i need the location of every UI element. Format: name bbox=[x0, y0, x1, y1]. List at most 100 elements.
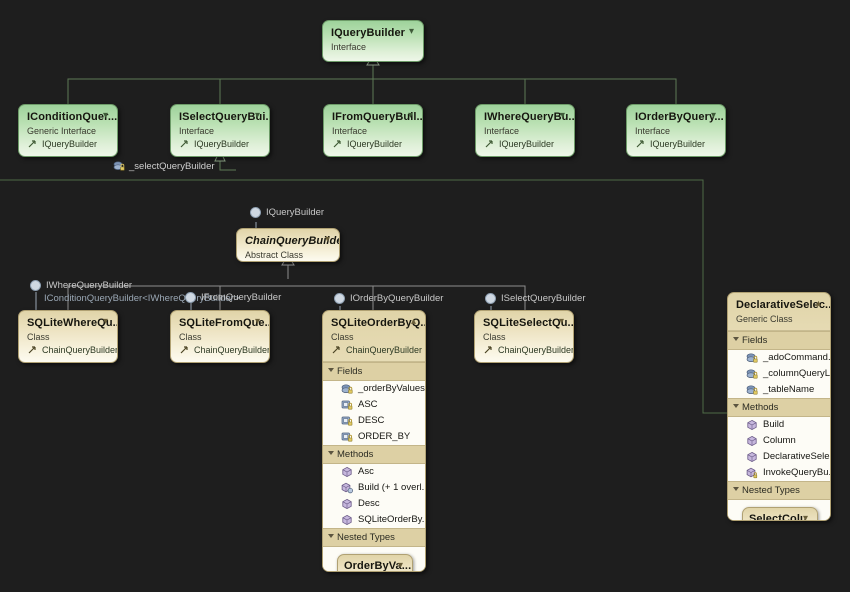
chevron-up-icon[interactable]: ▴ bbox=[815, 298, 822, 309]
lollipop-iorderbyquerybuilder: IOrderByQueryBuilder bbox=[334, 293, 443, 304]
member-label: ORDER_BY bbox=[358, 431, 411, 442]
nested-type-container: SelectColu... Class ▾ bbox=[728, 500, 830, 521]
chevron-down-icon[interactable]: ▾ bbox=[559, 110, 566, 121]
node-iselectquerybuilder[interactable]: ISelectQueryBui... Interface IQueryBuild… bbox=[170, 104, 270, 157]
base-type-label: IQueryBuilder bbox=[499, 139, 555, 149]
member-label: InvokeQueryBu... bbox=[763, 467, 831, 478]
member-row[interactable]: SQLiteOrderBy... bbox=[323, 512, 425, 528]
member-row[interactable]: ASC bbox=[323, 397, 425, 413]
lollipop-label: IOrderByQueryBuilder bbox=[350, 293, 444, 304]
node-base-type: IQueryBuilder bbox=[484, 138, 566, 150]
node-title: IQueryBuilder bbox=[331, 27, 406, 39]
section-fields[interactable]: Fields bbox=[728, 331, 830, 350]
section-methods[interactable]: Methods bbox=[323, 445, 425, 464]
member-row[interactable]: DeclarativeSele... bbox=[728, 449, 830, 465]
chevron-down-icon[interactable]: ▾ bbox=[324, 234, 331, 245]
field-private-icon bbox=[341, 384, 353, 394]
collapse-triangle-icon bbox=[733, 404, 739, 408]
base-type-label: IQueryBuilder bbox=[194, 139, 250, 149]
node-sqliteselectquerybuilder[interactable]: SQLiteSelectQu... Class ChainQueryBuilde… bbox=[474, 310, 574, 363]
collapse-triangle-icon bbox=[328, 534, 334, 538]
node-iconditionquerybuilder[interactable]: IConditionQuer... Generic Interface IQue… bbox=[18, 104, 118, 157]
member-row[interactable]: DESC bbox=[323, 413, 425, 429]
method-icon bbox=[747, 435, 757, 447]
constant-private-icon bbox=[341, 400, 353, 410]
node-selectcolumn[interactable]: SelectColu... Class ▾ bbox=[742, 507, 818, 521]
chevron-down-icon[interactable]: ▾ bbox=[254, 110, 261, 121]
member-row[interactable]: _tableName bbox=[728, 382, 830, 398]
section-nested-types[interactable]: Nested Types bbox=[323, 528, 425, 547]
section-fields[interactable]: Fields bbox=[323, 362, 425, 381]
nested-type-container: OrderByVa... Struct ▾ bbox=[323, 547, 425, 572]
member-row[interactable]: _adoCommand... bbox=[728, 350, 830, 366]
inherit-arrow-icon bbox=[636, 140, 644, 148]
chevron-up-icon[interactable]: ▴ bbox=[410, 316, 417, 327]
node-title: DeclarativeSelec... bbox=[736, 299, 831, 311]
node-header: ChainQueryBuilder Abstract Class ▾ bbox=[237, 229, 339, 261]
node-base-type: IQueryBuilder bbox=[27, 138, 109, 150]
node-header: SelectColu... Class ▾ bbox=[743, 508, 817, 521]
node-title: OrderByVa... bbox=[344, 560, 412, 572]
association-label-selectquerybuilder: _selectQueryBuilder bbox=[113, 160, 215, 172]
node-sqlitefromquerybuilder[interactable]: SQLiteFromQue... Class ChainQueryBuilder… bbox=[170, 310, 270, 363]
member-row[interactable]: Build bbox=[728, 417, 830, 433]
node-iwherequerybuilder[interactable]: IWhereQueryBu... Interface IQueryBuilder… bbox=[475, 104, 575, 157]
chevron-down-icon[interactable]: ▾ bbox=[407, 110, 414, 121]
chevron-down-icon[interactable]: ▾ bbox=[102, 316, 109, 327]
node-ifromquerybuilder[interactable]: IFromQueryBuil... Interface IQueryBuilde… bbox=[323, 104, 423, 157]
node-title: SelectColu... bbox=[749, 513, 817, 521]
base-type-label: IQueryBuilder bbox=[42, 139, 98, 149]
member-row[interactable]: Build (+ 1 overl... bbox=[323, 480, 425, 496]
section-nested-types[interactable]: Nested Types bbox=[728, 481, 830, 500]
node-iorderbyquerybuilder[interactable]: IOrderByQuery... Interface IQueryBuilder… bbox=[626, 104, 726, 157]
section-label: Fields bbox=[337, 366, 363, 377]
member-row[interactable]: ORDER_BY bbox=[323, 429, 425, 445]
lollipop-iwherequerybuilder: IWhereQueryBuilder bbox=[30, 280, 132, 291]
method-overload-icon bbox=[341, 482, 353, 494]
chevron-down-icon[interactable]: ▾ bbox=[710, 110, 717, 121]
method-icon bbox=[747, 451, 757, 463]
node-header: SQLiteSelectQu... Class ChainQueryBuilde… bbox=[475, 311, 573, 361]
node-header: SQLiteOrderByQ... Class ChainQueryBuilde… bbox=[323, 311, 425, 361]
section-label: Fields bbox=[742, 335, 768, 346]
method-icon bbox=[342, 498, 352, 510]
node-base-type: ChainQueryBuilder bbox=[179, 344, 269, 356]
member-label: Asc bbox=[358, 466, 374, 477]
chevron-down-icon[interactable]: ▾ bbox=[254, 316, 261, 327]
node-title: SQLiteWhereQu... bbox=[27, 317, 118, 329]
node-iquerybuilder[interactable]: IQueryBuilder Interface ▾ bbox=[322, 20, 424, 62]
node-body: Fields _adoCommand... _columnQu bbox=[728, 330, 830, 521]
node-title: IFromQueryBuil... bbox=[332, 111, 423, 123]
chevron-down-icon[interactable]: ▾ bbox=[408, 26, 415, 37]
section-label: Nested Types bbox=[742, 485, 800, 496]
inherit-arrow-icon bbox=[484, 346, 492, 354]
node-title: IOrderByQuery... bbox=[635, 111, 724, 123]
node-sqliteorderbyquerybuilder[interactable]: SQLiteOrderByQ... Class ChainQueryBuilde… bbox=[322, 310, 426, 572]
member-row[interactable]: InvokeQueryBu... bbox=[728, 465, 830, 481]
section-methods[interactable]: Methods bbox=[728, 398, 830, 417]
node-sqlitewherequerybuilder[interactable]: SQLiteWhereQu... Class ChainQueryBuilder… bbox=[18, 310, 118, 363]
node-base-type: ChainQueryBuilder bbox=[483, 344, 573, 356]
node-chainquerybuilder[interactable]: ChainQueryBuilder Abstract Class ▾ bbox=[236, 228, 340, 262]
method-icon bbox=[342, 514, 352, 526]
interface-lollipop-icon bbox=[185, 292, 196, 303]
chevron-down-icon[interactable]: ▾ bbox=[102, 110, 109, 121]
lollipop-label: IQueryBuilder bbox=[266, 207, 325, 218]
node-declarativeselect[interactable]: DeclarativeSelec... Generic Class ▴ Fiel… bbox=[727, 292, 831, 521]
lollipop-iquerybuilder: IQueryBuilder bbox=[250, 207, 324, 218]
member-row[interactable]: Column bbox=[728, 433, 830, 449]
chevron-down-icon[interactable]: ▾ bbox=[397, 560, 404, 571]
chevron-down-icon[interactable]: ▾ bbox=[558, 316, 565, 327]
chevron-down-icon[interactable]: ▾ bbox=[802, 513, 809, 521]
member-row[interactable]: Desc bbox=[323, 496, 425, 512]
base-type-label: ChainQueryBuilder bbox=[42, 345, 118, 355]
member-row[interactable]: Asc bbox=[323, 464, 425, 480]
node-orderbyvalue[interactable]: OrderByVa... Struct ▾ bbox=[337, 554, 413, 572]
node-header: IConditionQuer... Generic Interface IQue… bbox=[19, 105, 117, 155]
member-row[interactable]: _columnQueryL... bbox=[728, 366, 830, 382]
method-icon bbox=[342, 466, 352, 478]
member-row[interactable]: _orderByValues bbox=[323, 381, 425, 397]
member-label: SQLiteOrderBy... bbox=[358, 514, 426, 525]
field-private-icon bbox=[746, 353, 758, 363]
